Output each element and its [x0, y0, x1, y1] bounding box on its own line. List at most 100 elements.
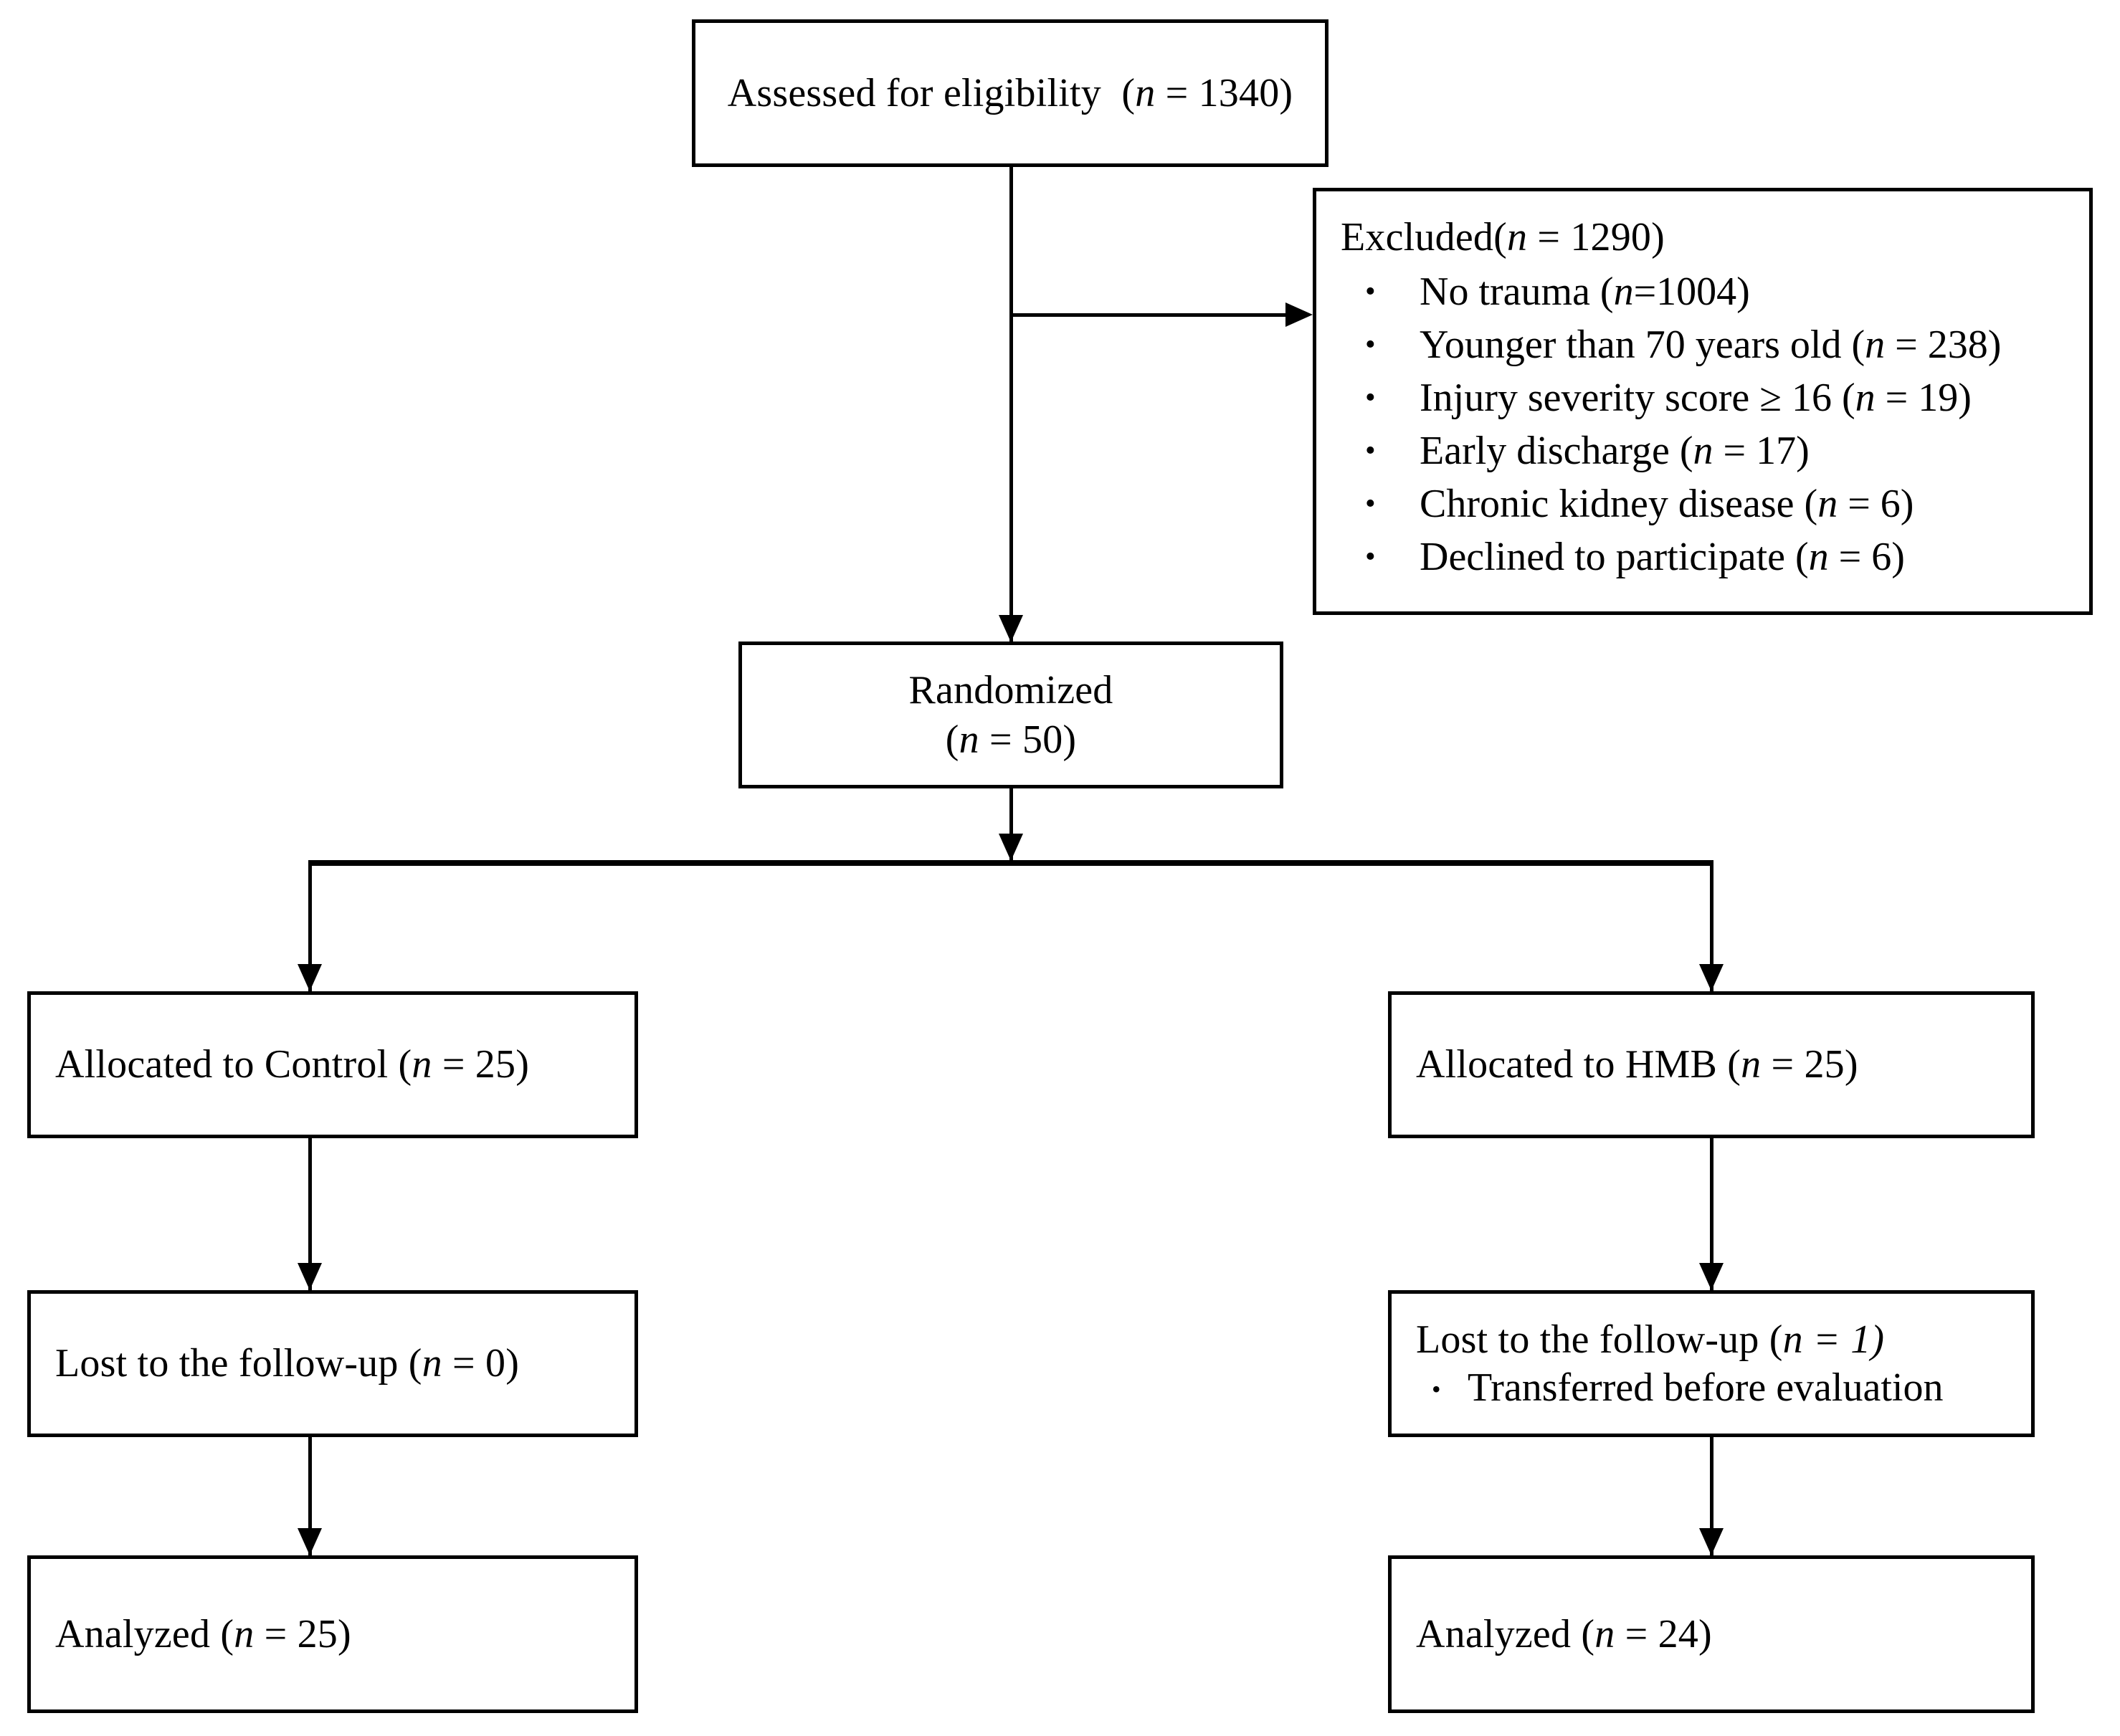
- analyzed-control-n-symbol: n: [234, 1611, 255, 1656]
- arrow-into-lost-hmb: [1699, 1263, 1724, 1290]
- connector-randomized-stem: [1009, 788, 1013, 863]
- excluded-reason-label: Chronic kidney disease (: [1420, 481, 1818, 526]
- bullet-icon: •: [1365, 540, 1376, 573]
- randomized-label: Randomized: [908, 668, 1113, 713]
- excluded-reason-value: = 6): [1828, 534, 1905, 579]
- excluded-reason-item: • Early discharge (n = 17): [1341, 425, 2075, 478]
- excluded-reason-value: = 6): [1838, 481, 1914, 526]
- lost-hmb-reason-item: • Transferred before evaluation: [1416, 1364, 2017, 1412]
- excluded-reason-item: • No trauma (n=1004): [1341, 266, 2075, 319]
- analyzed-control-text: Analyzed (n = 25): [55, 1610, 620, 1659]
- excluded-reason-n-symbol: n: [1808, 534, 1829, 579]
- allocated-control-n-symbol: n: [412, 1042, 432, 1087]
- lost-control-n-value: = 0): [442, 1341, 520, 1386]
- lost-hmb-text: Lost to the follow-up (n = 1): [1416, 1315, 2017, 1364]
- connector-assessed-to-randomized: [1009, 167, 1013, 798]
- excluded-reason-n-symbol: n: [1613, 270, 1634, 315]
- excluded-reason-n-symbol: n: [1855, 376, 1876, 421]
- node-assessed-for-eligibility: Assessed for eligibility (n = 1340): [692, 19, 1328, 167]
- node-analyzed-hmb: Analyzed (n = 24): [1388, 1555, 2035, 1713]
- node-excluded: Excluded(n = 1290) • No trauma (n=1004) …: [1313, 188, 2093, 615]
- lost-control-label: Lost to the follow-up (: [55, 1341, 422, 1386]
- arrow-into-split-bar: [999, 834, 1023, 861]
- connector-hmb-alloc-to-lost: [1710, 1138, 1713, 1290]
- node-randomized: Randomized (n = 50): [738, 642, 1283, 788]
- bullet-icon: •: [1365, 434, 1376, 468]
- excluded-reason-label: Injury severity score ≥ 16 (: [1420, 376, 1855, 421]
- lost-hmb-n-symbol: n: [1782, 1317, 1803, 1362]
- analyzed-control-label: Analyzed (: [55, 1611, 234, 1656]
- node-allocated-control: Allocated to Control (n = 25): [27, 991, 638, 1138]
- excluded-reason-list: • No trauma (n=1004) • Younger than 70 y…: [1341, 266, 2075, 583]
- connector-control-lost-to-analyzed: [308, 1437, 312, 1557]
- analyzed-hmb-text: Analyzed (n = 24): [1416, 1610, 2017, 1659]
- excluded-reason-label: Declined to participate (: [1420, 534, 1809, 579]
- lost-hmb-reason-list: • Transferred before evaluation: [1416, 1364, 2017, 1412]
- excluded-reason-label: No trauma (: [1420, 270, 1614, 315]
- allocated-control-n-value: = 25): [432, 1042, 530, 1087]
- allocated-control-text: Allocated to Control (n = 25): [55, 1040, 620, 1089]
- excluded-heading-value: = 1290): [1527, 215, 1665, 259]
- excluded-reason-value: = 17): [1713, 429, 1810, 474]
- analyzed-hmb-n-symbol: n: [1594, 1611, 1615, 1656]
- split-bar: [308, 860, 1713, 866]
- excluded-reason-n-symbol: n: [1865, 323, 1886, 368]
- connector-split-to-control: [308, 860, 312, 991]
- connector-trunk-to-excluded: [1009, 313, 1289, 317]
- analyzed-hmb-label: Analyzed (: [1416, 1611, 1595, 1656]
- arrow-into-allocated-hmb: [1699, 964, 1724, 991]
- connector-control-alloc-to-lost: [308, 1138, 312, 1290]
- randomized-n-value: = 50): [979, 717, 1077, 762]
- bullet-icon: •: [1365, 328, 1376, 362]
- excluded-heading: Excluded(n = 1290): [1341, 213, 2075, 262]
- allocated-hmb-n-value: = 25): [1761, 1042, 1858, 1087]
- excluded-reason-label: Younger than 70 years old (: [1420, 323, 1865, 368]
- excluded-heading-n-symbol: n: [1506, 215, 1528, 259]
- allocated-control-label: Allocated to Control (: [55, 1042, 412, 1087]
- arrow-into-analyzed-hmb: [1699, 1528, 1724, 1555]
- assessed-n-prefix: (: [1121, 70, 1136, 115]
- connector-split-to-hmb: [1710, 860, 1713, 991]
- allocated-hmb-n-symbol: n: [1741, 1042, 1762, 1087]
- arrow-into-excluded: [1285, 302, 1313, 327]
- excluded-reason-item: • Declined to participate (n = 6): [1341, 531, 2075, 584]
- node-lost-control: Lost to the follow-up (n = 0): [27, 1290, 638, 1437]
- arrow-into-lost-control: [298, 1263, 322, 1290]
- bullet-icon: •: [1432, 1375, 1441, 1404]
- excluded-heading-label: Excluded(: [1341, 215, 1507, 259]
- connector-hmb-lost-to-analyzed: [1710, 1437, 1713, 1557]
- excluded-reason-item: • Injury severity score ≥ 16 (n = 19): [1341, 372, 2075, 425]
- excluded-reason-item: • Younger than 70 years old (n = 238): [1341, 319, 2075, 372]
- assessed-label: Assessed for eligibility: [727, 70, 1101, 115]
- lost-hmb-n-value: = 1): [1802, 1317, 1885, 1362]
- assessed-text: Assessed for eligibility (n = 1340): [728, 69, 1293, 118]
- node-lost-hmb: Lost to the follow-up (n = 1) • Transfer…: [1388, 1290, 2035, 1437]
- randomized-n-prefix: (: [945, 717, 959, 762]
- excluded-reason-item: • Chronic kidney disease (n = 6): [1341, 478, 2075, 531]
- arrow-into-randomized: [999, 615, 1023, 642]
- assessed-n-value: = 1340): [1155, 70, 1293, 115]
- lost-control-text: Lost to the follow-up (n = 0): [55, 1339, 620, 1388]
- bullet-icon: •: [1365, 487, 1376, 520]
- assessed-n-symbol: n: [1135, 70, 1156, 115]
- analyzed-control-n-value: = 25): [254, 1611, 351, 1656]
- bullet-icon: •: [1365, 275, 1376, 309]
- node-allocated-hmb: Allocated to HMB (n = 25): [1388, 991, 2035, 1138]
- excluded-reason-value: = 238): [1885, 323, 2002, 368]
- analyzed-hmb-n-value: = 24): [1615, 1611, 1712, 1656]
- allocated-hmb-text: Allocated to HMB (n = 25): [1416, 1040, 2017, 1089]
- lost-hmb-label: Lost to the follow-up (: [1416, 1317, 1783, 1362]
- bullet-icon: •: [1365, 381, 1376, 415]
- excluded-reason-value: = 19): [1875, 376, 1972, 421]
- node-analyzed-control: Analyzed (n = 25): [27, 1555, 638, 1713]
- lost-control-n-symbol: n: [422, 1341, 442, 1386]
- randomized-n-symbol: n: [959, 717, 979, 762]
- allocated-hmb-label: Allocated to HMB (: [1416, 1042, 1741, 1087]
- excluded-reason-n-symbol: n: [1817, 481, 1838, 526]
- arrow-into-analyzed-control: [298, 1528, 322, 1555]
- arrow-into-allocated-control: [298, 964, 322, 991]
- excluded-reason-label: Early discharge (: [1420, 429, 1693, 474]
- lost-hmb-reason-label: Transferred before evaluation: [1468, 1365, 1944, 1411]
- randomized-n-line: (n = 50): [946, 715, 1077, 764]
